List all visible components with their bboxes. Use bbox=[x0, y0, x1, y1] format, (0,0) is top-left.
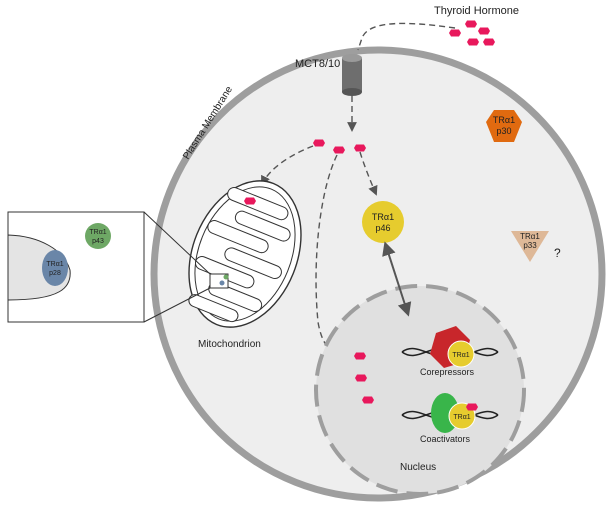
hormone-in-mitochondrion bbox=[244, 197, 256, 205]
arrow-to-mitochondrion bbox=[261, 145, 314, 186]
nucleus bbox=[314, 284, 526, 496]
tra1-corepressor-label: TRα1 bbox=[452, 352, 469, 359]
transporter-label: MCT8/10 bbox=[295, 58, 340, 70]
coactivators-label: Coactivators bbox=[420, 434, 471, 444]
arrow-to-p46 bbox=[359, 151, 378, 196]
hormone-cluster-nucleus bbox=[354, 352, 374, 404]
p33-label-line1: TRα1 bbox=[520, 232, 540, 241]
tra1-p43-shape bbox=[85, 223, 111, 249]
p28-label-line2: p28 bbox=[49, 270, 61, 277]
dna-coactivator-complex: TRα1 bbox=[401, 393, 499, 433]
tra1-corepressor-bound bbox=[447, 340, 475, 368]
p33-question-mark: ? bbox=[554, 246, 561, 260]
p46-nucleus-shuttle-arrow bbox=[382, 241, 412, 317]
p46-label-line1: TRα1 bbox=[372, 212, 394, 222]
p43-label-line2: p43 bbox=[92, 238, 104, 245]
mitochondrion bbox=[188, 180, 302, 328]
zoom-connector-bottom bbox=[143, 287, 211, 323]
p28-label-line1: TRα1 bbox=[46, 261, 63, 268]
zoom-inset: TRα1 p28 TRα1 p43 bbox=[7, 211, 145, 323]
p46-label-line2: p46 bbox=[375, 223, 390, 233]
arrow-to-nucleus bbox=[315, 154, 344, 359]
nucleus-label: Nucleus bbox=[400, 462, 436, 473]
mitochondrion-label: Mitochondrion bbox=[198, 339, 261, 350]
tra1-coactivator-label: TRα1 bbox=[453, 414, 470, 421]
p30-label-line1: TRα1 bbox=[493, 115, 515, 125]
corepressors-label: Corepressors bbox=[420, 367, 475, 377]
dna-corepressor-complex: TRα1 bbox=[401, 326, 499, 368]
tra1-p30: TRα1 p30 bbox=[486, 110, 522, 142]
thyroid-hormone-label: Thyroid Hormone bbox=[434, 5, 519, 17]
hormone-cluster-cytoplasm bbox=[313, 139, 366, 154]
mct8-10-transporter bbox=[342, 54, 362, 96]
hormone-cluster-outside bbox=[449, 20, 495, 46]
zoom-connector-top bbox=[143, 211, 211, 275]
p33-label-line2: p33 bbox=[523, 241, 537, 250]
p43-label-line1: TRα1 bbox=[89, 229, 106, 236]
hormone-bound-coactivator bbox=[466, 403, 478, 411]
p30-label-line2: p30 bbox=[496, 126, 511, 136]
tra1-p33: TRα1 p33 ? bbox=[511, 231, 561, 262]
tra1-p28-shape bbox=[42, 250, 68, 286]
entry-path-arrow bbox=[357, 22, 456, 51]
tra1-p46: TRα1 p46 bbox=[362, 201, 404, 243]
